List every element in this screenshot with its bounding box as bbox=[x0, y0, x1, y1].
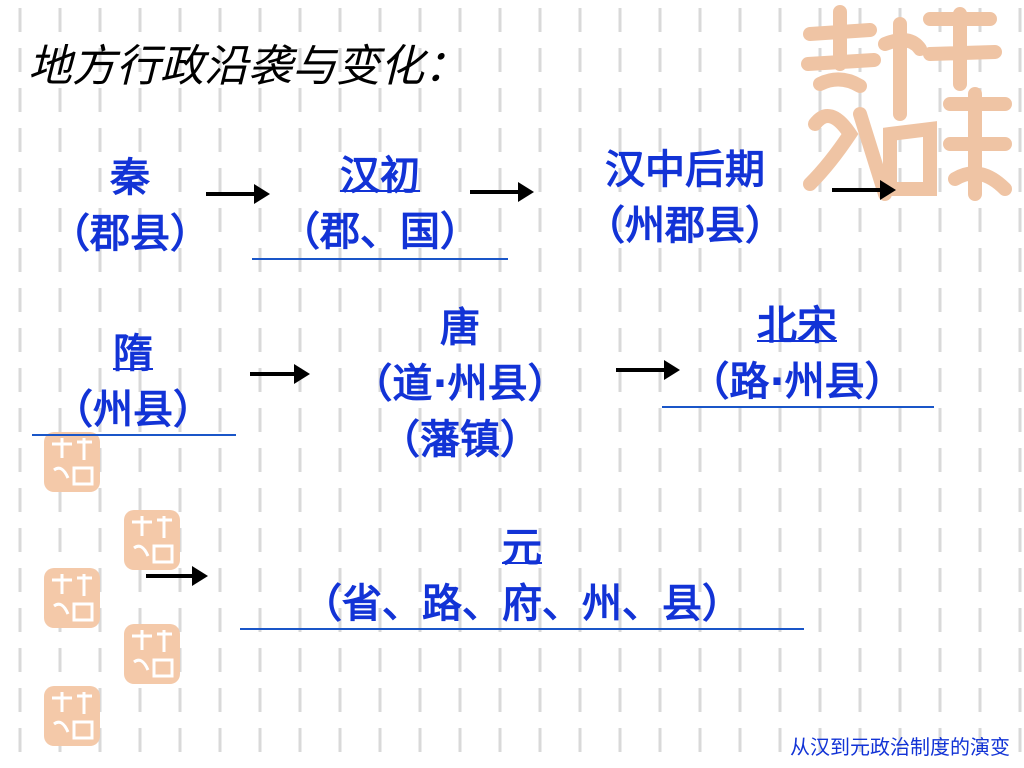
slide-title: 地方行政沿袭与变化： bbox=[28, 41, 468, 92]
node-sui-sub[interactable]: （州县） bbox=[53, 387, 213, 433]
node-sui[interactable]: 隋 （州县） bbox=[30, 326, 236, 438]
node-hanlate-sub: （州郡县） bbox=[585, 203, 785, 249]
node-beisong-head[interactable]: 北宋 bbox=[757, 303, 837, 349]
arrow-qin-to-hanchu bbox=[206, 184, 270, 204]
node-tang-sub: （道·州县） bbox=[352, 361, 568, 407]
node-hanlate-head: 汉中后期 bbox=[605, 147, 765, 193]
node-hanchu-sub[interactable]: （郡、国） bbox=[280, 209, 480, 255]
small-seal-decoration-1 bbox=[44, 432, 100, 492]
node-sui-underline bbox=[32, 434, 236, 436]
node-tang-sub2: （藩镇） bbox=[380, 417, 540, 463]
small-seal-decoration-3 bbox=[44, 568, 100, 628]
node-qin-sub: （郡县） bbox=[50, 211, 210, 257]
large-seal-decoration bbox=[801, 5, 1012, 201]
arrow-sui-to-tang bbox=[250, 364, 310, 384]
node-beisong[interactable]: 北宋 （路·州县） bbox=[662, 298, 932, 410]
slide-footer: 从汉到元政治制度的演变 bbox=[790, 735, 1010, 759]
node-hanlate: 汉中后期 （州郡县） bbox=[570, 142, 800, 254]
arrow-hanchu-to-hanlate bbox=[470, 182, 534, 202]
node-hanchu[interactable]: 汉初 （郡、国） bbox=[250, 148, 510, 260]
node-yuan-sub[interactable]: （省、路、府、州、县） bbox=[302, 581, 742, 627]
node-qin-head: 秦 bbox=[110, 155, 150, 201]
node-sui-head[interactable]: 隋 bbox=[113, 331, 153, 377]
node-yuan-underline bbox=[240, 628, 804, 630]
arrow-to-yuan bbox=[146, 566, 208, 586]
node-hanchu-underline bbox=[252, 258, 508, 260]
node-beisong-underline bbox=[662, 406, 934, 408]
small-seal-decoration-5 bbox=[44, 686, 100, 746]
node-beisong-sub[interactable]: （路·州县） bbox=[689, 359, 905, 405]
node-yuan-head[interactable]: 元 bbox=[502, 525, 542, 571]
small-seal-decoration-2 bbox=[124, 510, 180, 570]
arrow-tang-to-beisong bbox=[616, 360, 680, 380]
node-yuan[interactable]: 元 （省、路、府、州、县） bbox=[240, 520, 804, 632]
node-qin: 秦 （郡县） bbox=[40, 150, 220, 262]
node-tang-head: 唐 bbox=[440, 305, 480, 351]
small-seal-decoration-4 bbox=[124, 624, 180, 684]
node-hanchu-head[interactable]: 汉初 bbox=[340, 153, 420, 199]
node-tang: 唐 （道·州县） （藩镇） bbox=[330, 300, 590, 468]
arrow-hanlate-continue bbox=[832, 180, 896, 200]
